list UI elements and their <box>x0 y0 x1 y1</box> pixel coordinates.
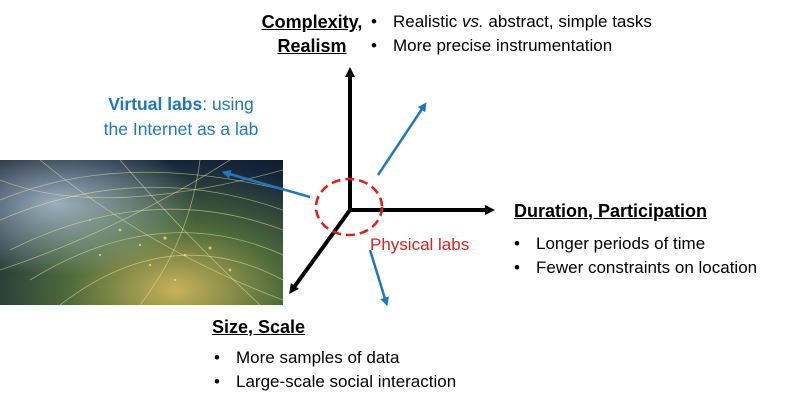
globe-network-image <box>0 160 283 305</box>
list-item: Fewer constraints on location <box>514 256 757 280</box>
list-item: Longer periods of time <box>514 232 757 256</box>
blue-arrow-up-right <box>376 102 427 176</box>
vertical-title-line1: Complexity, <box>261 12 363 32</box>
virtual-labs-rest: : using <box>202 94 254 114</box>
virtual-labs-bold: Virtual labs <box>108 94 203 114</box>
list-item: More precise instrumentation <box>371 34 652 58</box>
diagonal-axis-arrow <box>289 208 352 295</box>
duration-participation-title: Duration, Participation <box>514 201 708 221</box>
list-item: Realistic vs. abstract, simple tasks <box>371 10 652 34</box>
vertical-title-line2: Realism <box>277 36 347 56</box>
physical-labs-ellipse <box>314 177 384 237</box>
diagonal-bullets: More samples of data Large-scale social … <box>214 346 456 394</box>
complexity-realism-title: Complexity, Realism <box>259 10 365 58</box>
blue-arrow-down <box>368 249 389 307</box>
list-item: More samples of data <box>214 346 456 370</box>
vertical-bullets: Realistic vs. abstract, simple tasks Mor… <box>371 10 652 58</box>
blue-arrow-to-globe <box>221 169 311 199</box>
virtual-labs-caption: Virtual labs: using the Internet as a la… <box>66 92 296 142</box>
list-item: Large-scale social interaction <box>214 370 456 394</box>
size-scale-title: Size, Scale <box>212 317 306 337</box>
physical-labs-label: Physical labs <box>370 235 470 254</box>
horizontal-bullets: Longer periods of time Fewer constraints… <box>514 232 757 280</box>
virtual-labs-line2: the Internet as a lab <box>103 119 259 139</box>
